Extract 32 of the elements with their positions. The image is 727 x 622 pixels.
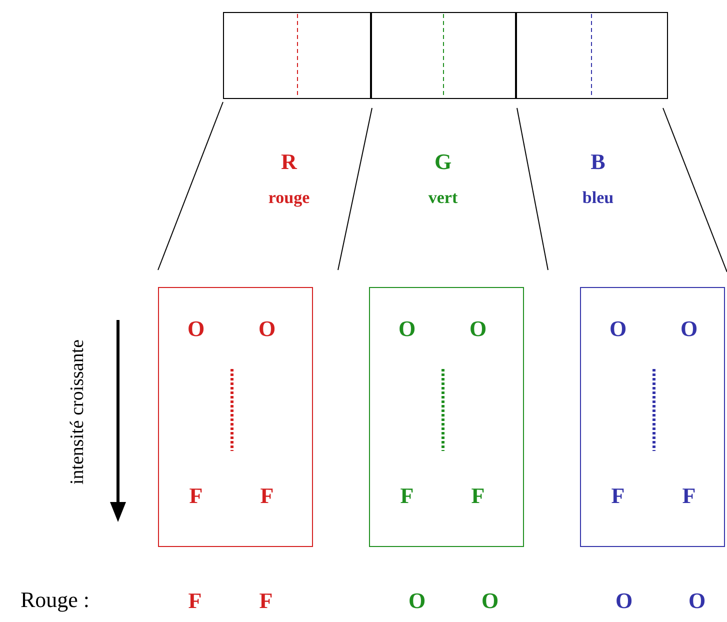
- channel-name: bleu: [582, 187, 614, 209]
- state-letter: F: [189, 484, 203, 508]
- state-letter: O: [680, 317, 698, 341]
- state-letter: F: [260, 484, 274, 508]
- axis-label: intensité croissante: [67, 339, 89, 485]
- subpixel-box: [369, 287, 524, 547]
- state-letter: F: [188, 589, 202, 613]
- state-letter: F: [400, 484, 414, 508]
- pixel-cell: [370, 12, 517, 99]
- channel-letter: B: [590, 150, 606, 174]
- state-letter: O: [187, 317, 205, 341]
- state-letter: O: [408, 589, 426, 613]
- state-letter: O: [398, 317, 416, 341]
- state-letter: O: [481, 589, 499, 613]
- state-letter: F: [682, 484, 696, 508]
- channel-letter: G: [434, 150, 452, 174]
- channel-name: vert: [428, 187, 458, 209]
- row-label: Rouge :: [20, 588, 90, 612]
- state-letter: O: [258, 317, 276, 341]
- state-letter: O: [469, 317, 487, 341]
- state-letter: O: [609, 317, 627, 341]
- subpixel-box: [158, 287, 313, 547]
- state-letter: F: [259, 589, 273, 613]
- pixel-cell: [223, 12, 372, 99]
- channel-name: rouge: [268, 187, 310, 209]
- state-letter: O: [615, 589, 633, 613]
- state-letter: F: [471, 484, 485, 508]
- state-letter: F: [611, 484, 625, 508]
- pixel-cell: [515, 12, 668, 99]
- subpixel-box: [580, 287, 725, 547]
- channel-letter: R: [281, 150, 297, 174]
- state-letter: O: [688, 589, 706, 613]
